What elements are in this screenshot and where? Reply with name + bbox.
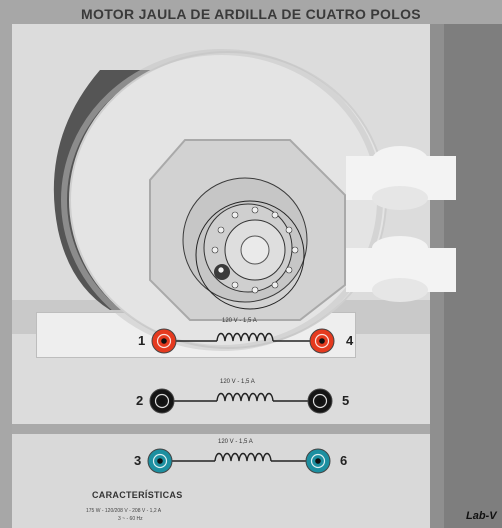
terminal-number-5: 5 bbox=[342, 393, 350, 408]
bolt bbox=[211, 246, 219, 254]
bolt bbox=[231, 211, 239, 219]
bolt bbox=[251, 206, 259, 214]
coil-label-3-6: 120 V - 1,5 A bbox=[218, 439, 253, 445]
characteristics-line-2: 3 ~ - 60 Hz bbox=[118, 516, 143, 522]
characteristics-plate bbox=[12, 434, 430, 528]
coil-winding-2-5 bbox=[216, 392, 274, 402]
terminal-jack-hole-3 bbox=[157, 458, 163, 464]
terminal-jack-ring-6 bbox=[310, 453, 326, 469]
bolt bbox=[251, 286, 259, 294]
terminal-jack-hole-5 bbox=[317, 398, 323, 404]
terminal-number-6: 6 bbox=[340, 453, 348, 468]
bolt bbox=[217, 226, 225, 234]
terminal-jack-hole-4 bbox=[319, 338, 325, 344]
page-title: MOTOR JAULA DE ARDILLA DE CUATRO POLOS bbox=[81, 6, 421, 22]
bolt bbox=[271, 211, 279, 219]
terminal-jack-hole-6 bbox=[315, 458, 321, 464]
lab-volt-logo: Lab-V bbox=[466, 510, 497, 522]
terminal-jack-ring-2 bbox=[154, 393, 170, 409]
bolt bbox=[285, 266, 293, 274]
bolt bbox=[291, 246, 299, 254]
terminal-number-3: 3 bbox=[134, 453, 142, 468]
coil-winding-3-6 bbox=[214, 452, 272, 462]
plate-divider bbox=[12, 424, 430, 434]
terminal-jack-ring-3 bbox=[152, 453, 168, 469]
bolt bbox=[231, 281, 239, 289]
bolt-ring bbox=[211, 206, 299, 294]
terminal-jack-ring-4 bbox=[314, 333, 330, 349]
terminal-jack-ring-5 bbox=[312, 393, 328, 409]
coil-label-2-5: 120 V - 1,5 A bbox=[220, 379, 255, 385]
upper-mount bbox=[346, 146, 456, 210]
terminal-jack-ring-1 bbox=[156, 333, 172, 349]
coil-label-1-4: 120 V - 1,5 A bbox=[222, 318, 257, 324]
terminal-jack-hole-1 bbox=[161, 338, 167, 344]
lower-mount bbox=[346, 236, 456, 302]
coil-layer bbox=[147, 328, 335, 474]
bolt bbox=[271, 281, 279, 289]
terminal-jack-hole-2 bbox=[159, 398, 165, 404]
characteristics-line-1: 175 W - 120/208 V - 208 V - 1,2 A bbox=[86, 508, 162, 514]
terminal-number-2: 2 bbox=[136, 393, 144, 408]
bolt bbox=[217, 266, 225, 274]
bolt bbox=[285, 226, 293, 234]
terminal-number-4: 4 bbox=[346, 333, 354, 348]
coil-winding-1-4 bbox=[216, 332, 274, 342]
terminal-number-1: 1 bbox=[138, 333, 146, 348]
shaft bbox=[240, 235, 270, 265]
characteristics-title: CARACTERÍSTICAS bbox=[92, 490, 183, 500]
hub-ring bbox=[195, 200, 305, 310]
